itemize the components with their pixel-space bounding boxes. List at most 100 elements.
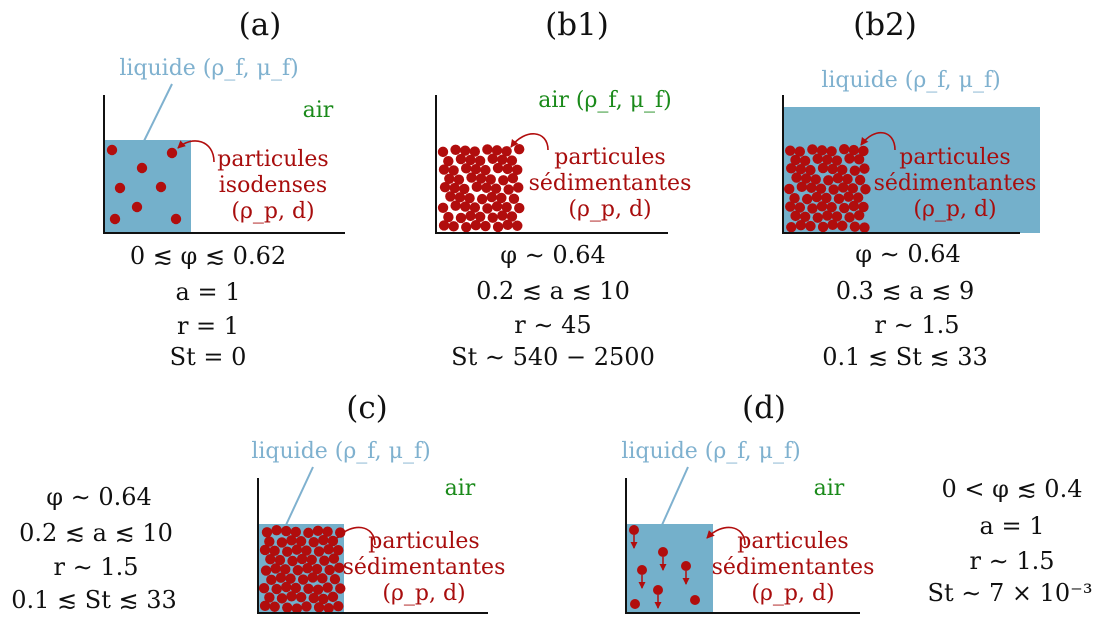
panel-b2: (b2) liquide (ρ_f, μ_f) particules sédim…	[782, 7, 1040, 371]
panel-c-particle	[264, 592, 275, 603]
panel-c-particle	[295, 591, 307, 603]
panel-b2-particle	[837, 220, 848, 231]
panel-b2-particle	[828, 184, 839, 195]
panel-c-particle	[334, 562, 345, 574]
panel-d-particle-arrow	[706, 526, 746, 546]
panel-c-particle	[280, 564, 291, 575]
panel-b2-particle	[831, 211, 843, 222]
panel-b2-particle	[786, 163, 797, 174]
panel-b2-particle	[794, 202, 806, 213]
panel-b2-particle	[859, 222, 870, 233]
panel-b1-particle	[503, 184, 514, 195]
panel-b1-particle	[512, 220, 523, 231]
panel-d-liquid-pointer	[661, 466, 689, 526]
panel-c-particle	[333, 600, 344, 612]
panel-c-particle	[327, 591, 339, 603]
panel-b2-particle	[812, 212, 823, 223]
panel-b1-particle	[455, 212, 467, 224]
panel-b1-particle	[486, 191, 497, 203]
panel-b1-particle	[506, 155, 518, 166]
panel-b2-particle	[785, 201, 796, 212]
panel-b1-particle	[454, 192, 466, 203]
panel-c-param-2: 0.2 ≲ a ≲ 10	[19, 519, 173, 547]
panel-d-particle	[630, 599, 640, 609]
panel-c-particle	[297, 574, 309, 585]
panel-a-particle	[106, 144, 118, 156]
panel-b2-param-2: 0.3 ≲ a ≲ 9	[836, 277, 974, 305]
panel-a-particle	[170, 213, 182, 225]
panel-b1-particle	[461, 222, 472, 233]
panel-b1-particles-label-1: particules	[554, 145, 665, 170]
panel-c-particle	[269, 601, 280, 612]
panel-b2-particle	[852, 192, 864, 203]
panel-c-param-3: r ∼ 1.5	[53, 553, 138, 581]
panel-c-particle	[323, 603, 334, 614]
panel-a-particle	[166, 147, 178, 159]
panel-c-particles	[258, 524, 346, 614]
panel-d-param-1: 0 < φ ≲ 0.4	[942, 475, 1083, 503]
panel-d-particle	[637, 565, 647, 575]
panel-c-particle	[271, 524, 282, 536]
panel-d-particle	[690, 595, 700, 605]
panel-b1-air-label: air (ρ_f, μ_f)	[538, 88, 672, 113]
panel-b2-particle	[805, 220, 816, 232]
panel-b1-param-3: r ∼ 45	[514, 311, 591, 339]
panel-b1-particle	[482, 203, 493, 214]
panel-b2-particle	[838, 182, 849, 193]
panel-b2-particle	[800, 173, 812, 184]
panel-a-param-1: 0 ≲ φ ≲ 0.62	[130, 242, 286, 270]
panel-b1-particle	[461, 163, 472, 174]
panel-c-particle	[276, 537, 288, 548]
panel-c-particle	[308, 536, 319, 548]
panel-b2-particle-arrow	[860, 132, 896, 151]
panel-b1-particle	[491, 201, 503, 212]
panel-c-particle	[285, 573, 296, 584]
panel-c-particle	[333, 545, 344, 556]
panel-c-particle	[303, 583, 314, 594]
panel-d-title: (d)	[742, 390, 786, 426]
panel-b1-particle	[497, 154, 508, 165]
panel-b2-param-3: r ∼ 1.5	[874, 311, 959, 339]
panel-b1-particles	[437, 143, 525, 233]
panel-a-param-2: a = 1	[176, 278, 241, 306]
panel-b1-particle	[443, 211, 454, 223]
panel-c-particles-label-3: (ρ_p, d)	[382, 581, 465, 606]
panel-c-particle	[296, 553, 308, 565]
panel-c-particle	[322, 526, 333, 537]
panel-b1-particle	[470, 164, 482, 175]
panel-b1-particle	[469, 146, 480, 157]
panel-b2-particle	[805, 164, 816, 176]
panel-b1-particles-label-2: sédimentantes	[529, 171, 692, 196]
panel-c-air-label: air	[445, 476, 476, 501]
panel-b1-particle	[507, 172, 519, 184]
panel-c-particle	[269, 545, 280, 557]
panel-a-particle	[136, 162, 148, 174]
panel-d-particles	[629, 525, 700, 609]
panel-b2-particle	[799, 155, 811, 167]
panel-c-particle	[317, 573, 328, 584]
panel-b1-particle	[470, 219, 482, 231]
panel-c-particle	[307, 572, 318, 583]
panel-a-particle	[109, 213, 121, 225]
panel-b2-particle	[844, 153, 855, 164]
panel-d-container-wall	[625, 478, 860, 614]
panel-b2-particle	[860, 184, 871, 195]
panel-b2-particle	[807, 203, 818, 214]
panel-b1-particle	[497, 210, 508, 221]
panel-a-particle-arrow	[177, 140, 215, 163]
panel-b1-particle	[501, 202, 512, 213]
panel-c-particle	[306, 554, 317, 565]
panel-d-particles-label-2: sédimentantes	[712, 555, 875, 580]
panel-c-particle	[265, 553, 276, 565]
panel-c-particle	[302, 562, 313, 574]
panel-c-particle	[290, 526, 301, 538]
panel-b1-particle	[480, 220, 491, 232]
panel-b1-particle	[498, 175, 509, 186]
panel-c-particle	[291, 544, 303, 555]
panel-b2-particle	[795, 219, 807, 231]
panel-c-particle	[291, 603, 303, 614]
panel-c-particle	[264, 536, 275, 547]
panel-b2-particle	[839, 202, 850, 214]
panel-b1-particle	[490, 183, 502, 194]
